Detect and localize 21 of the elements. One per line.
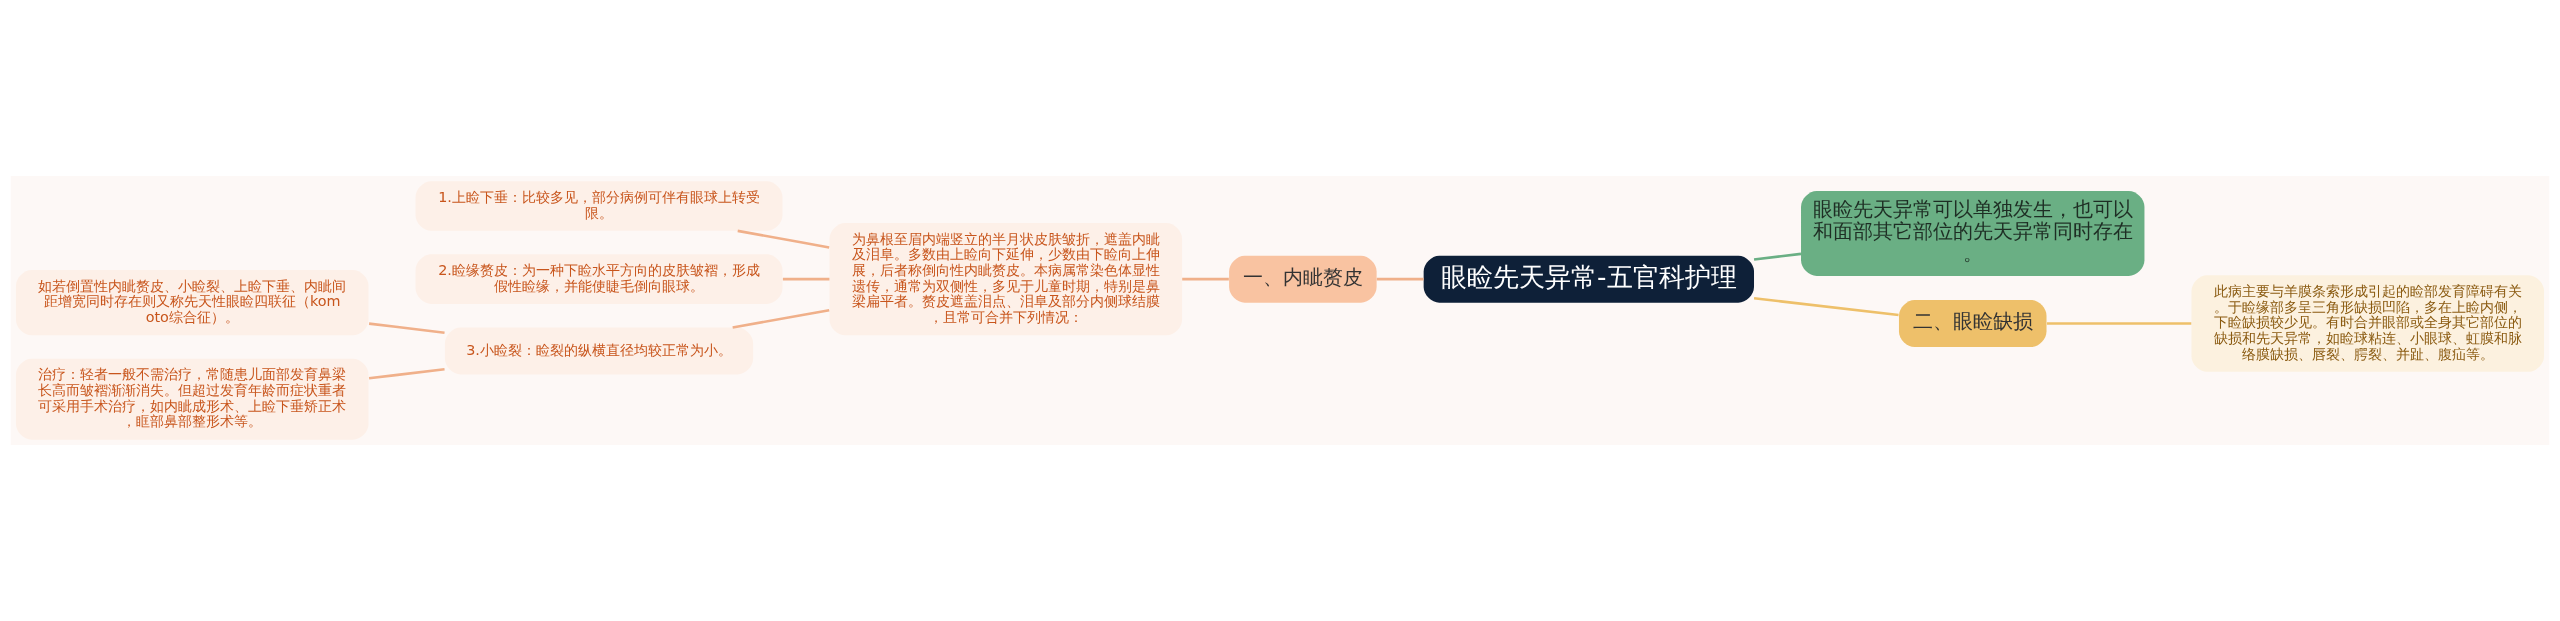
node-box: 一、内眦赘皮: [1229, 255, 1377, 303]
node-box: 2.睑缘赘皮：为一种下睑水平方向的皮肤皱褶，形成假性睑缘，并能使睫毛倒向眼球。: [415, 254, 783, 304]
node-box: 如若倒置性内眦赘皮、小睑裂、上睑下垂、内眦间距增宽同时存在则又称先天性眼睑四联征（komoto综合征）。: [15, 270, 369, 336]
node-box: 1.上睑下垂：比较多见，部分病例可伴有眼球上转受限。: [415, 181, 783, 231]
connector: [1182, 277, 1229, 281]
node-box: 眼睑先天异常-五官科护理: [1423, 255, 1754, 303]
connector: [737, 229, 830, 249]
connector: [1753, 296, 1899, 317]
connector: [368, 368, 445, 380]
connector: [1376, 277, 1424, 281]
node-box: 眼睑先天异常可以单独发生，也可以和面部其它部位的先天异常同时存在。: [1801, 191, 2145, 276]
connector: [732, 309, 830, 329]
node-box: 为鼻根至眉内端竖立的半月状皮肤皱折，遮盖内眦及泪阜。多数由上睑向下延伸，少数由下睑向上伸展，后者称倒向性内眦赘皮。本病属常染色体显性遗传，通常为双侧性，多见于儿童时期，特别是鼻梁扁平者。赘皮遮盖泪点、泪阜及部分内侧球结膜，且常可合并下列情况：: [829, 223, 1183, 336]
connector: [368, 322, 445, 334]
connector: [2046, 322, 2192, 325]
node-box: 此病主要与羊膜条索形成引起的睑部发育障碍有关。于睑缘部多呈三角形缺损凹陷，多在上睑内侧，下睑缺损较少见。有时合并眼部或全身其它部位的缺损和先天异常，如睑球粘连、小眼球、虹膜和脉络膜缺损、唇裂、腭裂、并趾、腹疝等。: [2191, 275, 2545, 372]
connector: [782, 277, 830, 281]
node-box: 二、眼睑缺损: [1898, 300, 2047, 348]
node-box: 3.小睑裂：睑裂的纵横直径均较正常为小。: [444, 327, 754, 375]
node-box: 治疗：轻者一般不需治疗，常随患儿面部发育鼻梁长高而皱褶渐渐消失。但超过发育年龄而症状重者可采用手术治疗，如内眦成形术、上睑下垂矫正术，眶部鼻部整形术等。: [15, 358, 369, 440]
connector: [1753, 252, 1802, 261]
